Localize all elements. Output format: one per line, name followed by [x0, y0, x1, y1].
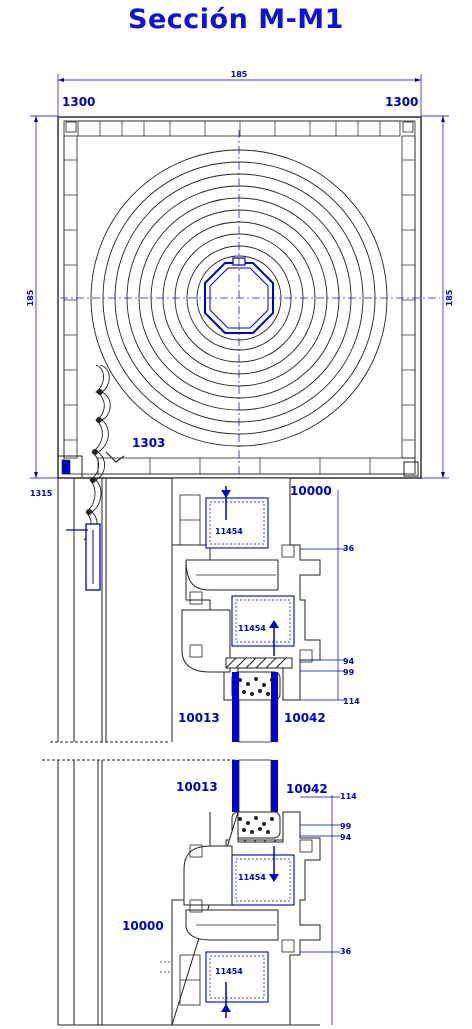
right-dimension: 185	[421, 115, 454, 479]
label-reinforcement-3: 11454	[238, 873, 266, 882]
lower-frame-profile: 11454 11454	[160, 811, 321, 1026]
dim-94-top: 94	[343, 657, 355, 666]
right-dimension-value: 185	[445, 289, 454, 306]
pull-bar	[66, 523, 101, 591]
label-frame-top: 10000	[290, 484, 332, 498]
section-title: Sección M-M1	[128, 4, 344, 35]
label-box-right: 1300	[385, 95, 418, 109]
label-bead-left-bottom: 10013	[176, 780, 218, 794]
wall-upper	[50, 478, 170, 743]
label-reinforcement-4: 11454	[215, 967, 243, 976]
glass-lower	[232, 759, 278, 813]
label-frame-bottom: 10000	[122, 919, 164, 933]
dim-36-top: 36	[343, 544, 355, 553]
label-reinforcement-1: 11454	[215, 527, 243, 536]
dim-99-top: 99	[343, 668, 355, 677]
label-lower-side: 1315	[30, 489, 53, 498]
label-bead-left-top: 10013	[178, 711, 220, 725]
label-reinforcement-2: 11454	[238, 624, 266, 633]
wall-lower	[42, 759, 320, 1026]
label-box-left: 1300	[62, 95, 95, 109]
glass-upper	[232, 672, 278, 743]
right-dims-top: 36 94 99 114	[300, 490, 360, 706]
top-dimension: 185	[57, 70, 422, 120]
dim-36-bottom: 36	[340, 947, 352, 956]
dim-99-bottom: 99	[340, 822, 352, 831]
upper-frame-profile: 11454 11454	[171, 477, 321, 742]
label-bead-right-top: 10042	[284, 711, 326, 725]
right-dims-bottom: 114 99 94 36	[300, 792, 357, 1025]
left-dimension-value: 185	[26, 289, 35, 306]
label-guide: 1303	[132, 436, 165, 450]
left-dimension: 185	[26, 115, 58, 479]
dim-114-bottom: 114	[340, 792, 357, 801]
label-bead-right-bottom: 10042	[286, 782, 328, 796]
dim-94-bottom: 94	[340, 833, 352, 842]
hanging-slats	[83, 364, 125, 541]
shutter-box	[57, 116, 422, 479]
top-dimension-value: 185	[231, 70, 248, 79]
dim-114-top: 114	[343, 697, 360, 706]
